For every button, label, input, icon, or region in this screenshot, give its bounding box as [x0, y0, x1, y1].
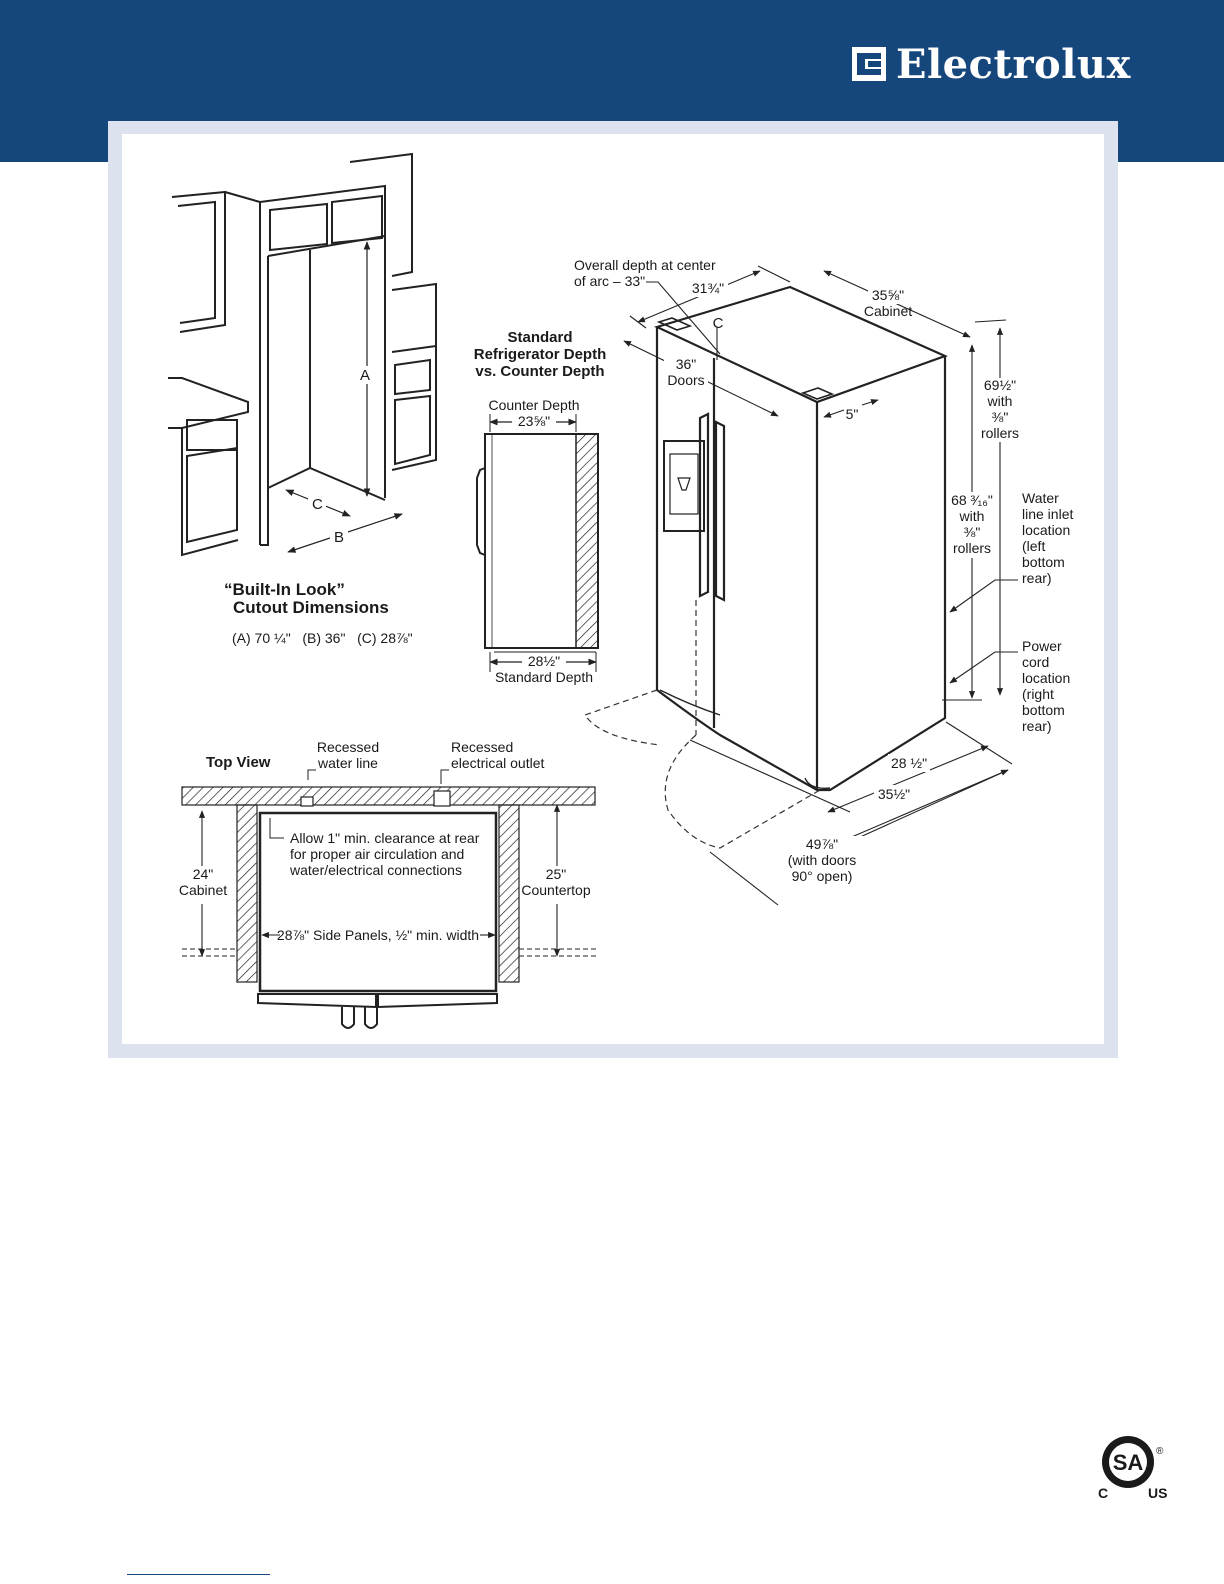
standard-depth-label: Standard Depth	[495, 669, 593, 685]
depth-with-doors-value: 35½"	[878, 786, 910, 802]
svg-text:Water: Water	[1022, 490, 1059, 506]
cutout-label-b: B	[334, 529, 344, 546]
depth-compare-title-1: Standard	[507, 329, 572, 346]
water-line-label-1: Recessed	[317, 739, 379, 755]
arc-depth-label-2: of arc – 33"	[574, 273, 645, 289]
depth-compare-title-3: vs. Counter Depth	[475, 363, 604, 380]
builtin-dimensions: (A) 70 ¼" (B) 36" (C) 28⅞"	[232, 630, 413, 646]
svg-text:location: location	[1022, 522, 1070, 538]
clearance-note-1: Allow 1" min. clearance at rear	[290, 830, 480, 846]
height-alt-fraction: ⅜"	[964, 524, 981, 540]
svg-text:rear): rear)	[1022, 718, 1052, 734]
height-alt-with: with	[959, 508, 985, 524]
water-line-callout: Water line inlet location (left bottom r…	[1022, 490, 1073, 586]
doors-width-value: 36"	[676, 356, 697, 372]
hinge-clearance-value: 5"	[846, 406, 859, 422]
csa-mark-text: SA	[1113, 1450, 1144, 1475]
svg-text:(right: (right	[1022, 686, 1054, 702]
footer-rule	[127, 1574, 270, 1575]
cutout-label-a: A	[360, 367, 370, 384]
cabinet-width-value: 35⅝"	[872, 287, 904, 303]
open-depth-label-1: (with doors	[788, 852, 856, 868]
top-depth-value: 31¾"	[692, 280, 724, 296]
height-with-rollers-with: with	[987, 393, 1013, 409]
top-view-title: Top View	[206, 754, 271, 771]
arc-depth-label-1: Overall depth at center	[574, 257, 716, 273]
cabinet-depth-value: 24"	[193, 866, 214, 882]
power-cord-callout: Power cord location (right bottom rear)	[1022, 638, 1070, 734]
svg-text:(left: (left	[1022, 538, 1045, 554]
csa-country-right: US	[1148, 1485, 1167, 1501]
builtin-look-drawing	[168, 152, 437, 557]
water-line-label-2: water line	[317, 755, 378, 771]
depth-compare-drawing	[476, 414, 599, 672]
height-with-rollers-label: rollers	[981, 425, 1019, 441]
builtin-title-2: Cutout Dimensions	[233, 598, 389, 617]
standard-depth-value: 28½"	[528, 653, 560, 669]
svg-text:bottom: bottom	[1022, 702, 1065, 718]
clearance-note-3: water/electrical connections	[289, 862, 462, 878]
height-with-rollers-value: 69½"	[984, 377, 1016, 393]
cutout-label-c: C	[312, 496, 323, 513]
outlet-label-1: Recessed	[451, 739, 513, 755]
cabinet-depth-label: Cabinet	[179, 882, 227, 898]
outlet-label-2: electrical outlet	[451, 755, 544, 771]
height-alt-value: 68 ³⁄₁₆"	[951, 492, 993, 508]
depth-cabinet-value: 28 ½"	[891, 755, 927, 771]
brand-name: Electrolux	[896, 40, 1131, 88]
builtin-title-1: “Built-In Look”	[224, 580, 345, 599]
electrolux-logo-icon	[852, 47, 886, 81]
counter-depth-value: 23⅝"	[518, 413, 550, 429]
centerline-label: C	[713, 315, 724, 332]
countertop-depth-label: Countertop	[521, 882, 590, 898]
side-panels-label: 28⅞" Side Panels, ½" min. width	[277, 927, 479, 943]
refrigerator-door-swing	[584, 600, 821, 849]
depth-compare-title-2: Refrigerator Depth	[474, 346, 607, 363]
csa-logo-icon: SA ® C US	[1098, 1436, 1167, 1501]
height-alt-label: rollers	[953, 540, 991, 556]
doors-width-label: Doors	[667, 372, 704, 388]
csa-country-left: C	[1098, 1485, 1108, 1501]
svg-text:cord: cord	[1022, 654, 1049, 670]
csa-registered: ®	[1156, 1446, 1164, 1457]
top-view-drawing	[181, 769, 598, 1029]
counter-depth-label: Counter Depth	[488, 397, 579, 413]
csa-certification-mark: SA ® C US	[1098, 1432, 1178, 1502]
cabinet-width-label: Cabinet	[864, 303, 912, 319]
diagram-frame	[108, 121, 1118, 1058]
svg-text:Power: Power	[1022, 638, 1062, 654]
open-depth-value: 49⅞"	[806, 836, 838, 852]
open-depth-label-2: 90° open)	[792, 868, 853, 884]
svg-text:bottom: bottom	[1022, 554, 1065, 570]
clearance-note-2: for proper air circulation and	[290, 846, 464, 862]
svg-text:location: location	[1022, 670, 1070, 686]
svg-text:rear): rear)	[1022, 570, 1052, 586]
svg-text:line inlet: line inlet	[1022, 506, 1073, 522]
electrolux-logo: Electrolux	[852, 36, 1131, 92]
height-with-rollers-fraction: ⅜"	[992, 409, 1009, 425]
countertop-depth-value: 25"	[546, 866, 567, 882]
